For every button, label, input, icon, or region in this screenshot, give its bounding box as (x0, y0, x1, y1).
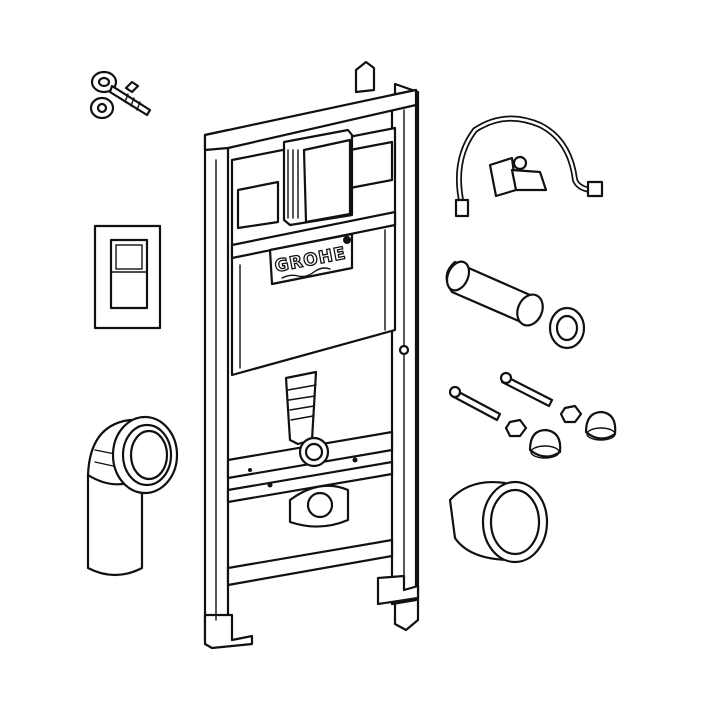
nuts (504, 404, 583, 438)
flush-plate (93, 224, 162, 330)
mounting-bolts (448, 371, 554, 422)
cistern: GROHE (230, 126, 397, 528)
drain-elbow (86, 415, 179, 577)
connector-sleeve (448, 480, 549, 564)
installation-frame (203, 60, 420, 650)
wall-anchor (89, 70, 152, 120)
water-supply-hose (454, 115, 604, 218)
pipe-seal-ring (548, 306, 586, 350)
flush-pipe (445, 260, 544, 327)
bolt-caps (528, 410, 617, 459)
